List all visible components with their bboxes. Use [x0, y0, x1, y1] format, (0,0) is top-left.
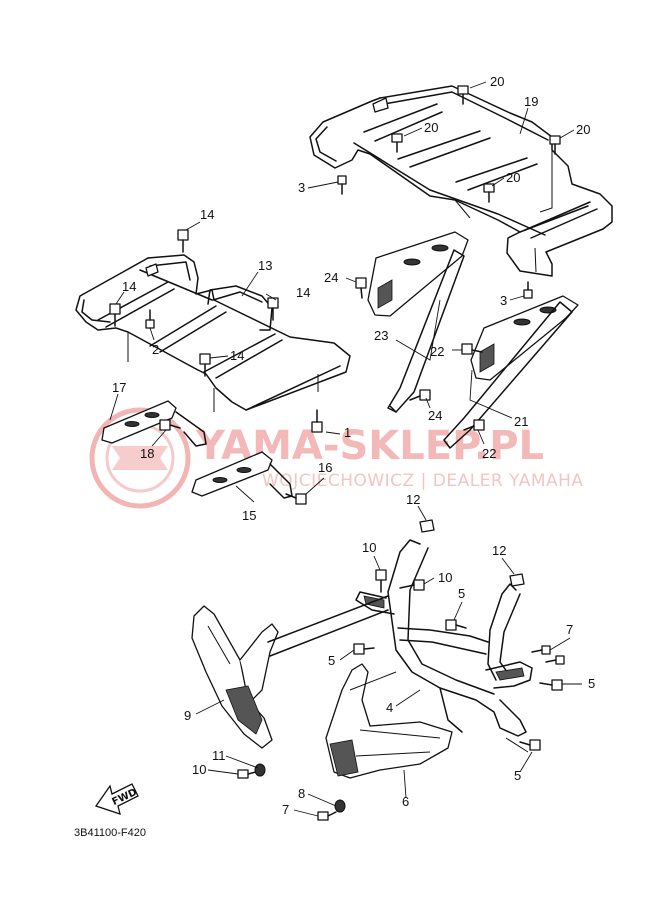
bolt-icon: [285, 493, 307, 505]
callout-8: 8: [298, 786, 305, 801]
callout-22: 22: [482, 446, 496, 461]
callout-19: 19: [524, 94, 538, 109]
bolt-icon: [463, 419, 485, 431]
bolt-icon: [237, 769, 257, 779]
callout-14: 14: [296, 285, 310, 300]
washer-icon: [254, 763, 266, 777]
bolt-icon: [409, 389, 431, 401]
callout-5: 5: [588, 676, 595, 691]
callout-9: 9: [184, 708, 191, 723]
callout-13: 13: [258, 258, 272, 273]
front-carrier-13: [75, 254, 351, 412]
callout-24: 24: [428, 408, 442, 423]
stay-23: [387, 249, 465, 413]
callout-14: 14: [200, 207, 214, 222]
fasteners: [109, 85, 565, 821]
cross-member: [267, 595, 397, 691]
callout-10: 10: [362, 540, 376, 555]
callout-20: 20: [490, 74, 504, 89]
rear-left-bracket: [367, 231, 469, 317]
callout-14: 14: [230, 348, 244, 363]
nut-icon: [419, 519, 435, 533]
bolt-icon: [353, 643, 375, 655]
bolt-icon: [337, 175, 347, 195]
bolt-icon: [519, 739, 541, 751]
bolt-icon: [375, 569, 387, 593]
screw-icon: [317, 811, 337, 821]
callout-4: 4: [386, 700, 393, 715]
callout-18: 18: [140, 446, 154, 461]
nut-icon: [509, 573, 525, 587]
washer-icon: [334, 799, 346, 813]
bolt-icon: [457, 85, 469, 105]
callout-20: 20: [576, 122, 590, 137]
rear-carrier-19: [309, 85, 613, 277]
fwd-arrow-icon: FWD: [94, 783, 139, 815]
bolt-icon: [267, 297, 279, 321]
stay-21: [443, 301, 573, 449]
callout-5: 5: [458, 586, 465, 601]
callout-5: 5: [514, 768, 521, 783]
callout-7: 7: [566, 622, 573, 637]
callout-17: 17: [112, 380, 126, 395]
bolt-icon: [523, 281, 533, 299]
callout-1: 1: [344, 425, 351, 440]
bolt-icon: [177, 229, 189, 253]
callout-2: 2: [152, 342, 159, 357]
callout-22: 22: [430, 344, 444, 359]
callout-12: 12: [406, 492, 420, 507]
callout-3: 3: [298, 180, 305, 195]
watermark-dealer: WOJCIECHOWICZ | DEALER YAMAHA: [262, 471, 584, 491]
callout-20: 20: [506, 170, 520, 185]
bolt-icon: [399, 579, 425, 591]
callout-11: 11: [212, 748, 226, 763]
callout-6: 6: [402, 794, 409, 809]
rear-right-bracket: [470, 295, 579, 381]
bolt-icon: [539, 679, 563, 691]
front-bracket-17: [101, 400, 207, 447]
callout-labels: 20 19 20 20 3 20 14 13 24 14 14 3 2 14 2…: [112, 74, 595, 817]
bolt-icon: [199, 353, 211, 377]
callout-10: 10: [192, 762, 206, 777]
bolt-icon: [355, 277, 367, 299]
callout-14: 14: [122, 279, 136, 294]
screw-icon: [545, 655, 565, 665]
bolt-icon: [445, 619, 467, 631]
bolt-icon: [549, 135, 561, 155]
callout-21: 21: [514, 414, 528, 429]
bolt-icon: [311, 409, 323, 433]
callout-10: 10: [438, 570, 452, 585]
screw-icon: [145, 309, 155, 329]
bolt-icon: [159, 419, 181, 431]
callout-5: 5: [328, 653, 335, 668]
diagram-reference-code: 3B41100-F420: [74, 827, 146, 839]
screw-icon: [531, 645, 551, 655]
callout-16: 16: [318, 460, 332, 475]
left-guard-panel-9: [191, 605, 279, 749]
bolt-icon: [461, 343, 483, 355]
bolt-icon: [391, 133, 403, 153]
callout-12: 12: [492, 543, 506, 558]
callout-15: 15: [242, 508, 256, 523]
bolt-icon: [483, 183, 495, 203]
callout-20: 20: [424, 120, 438, 135]
bolt-icon: [109, 303, 121, 327]
leader-lines: [109, 81, 582, 817]
right-guard-panel-6: [325, 663, 453, 779]
callout-23: 23: [374, 328, 388, 343]
callout-3: 3: [500, 293, 507, 308]
callout-7: 7: [282, 802, 289, 817]
callout-24: 24: [324, 270, 338, 285]
